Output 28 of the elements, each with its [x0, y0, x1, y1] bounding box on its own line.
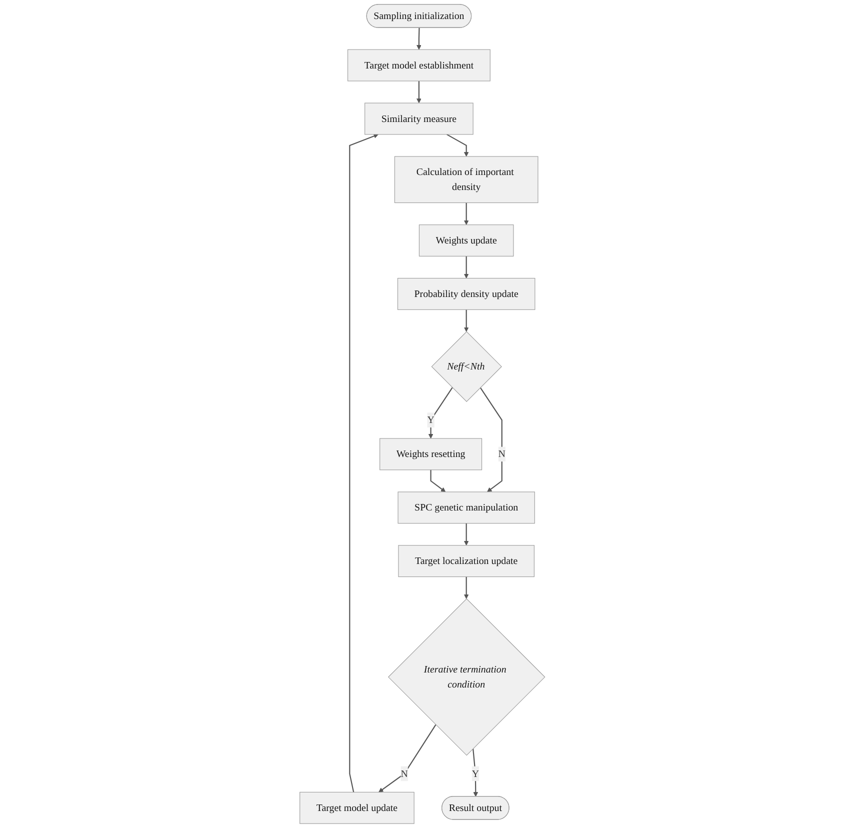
arrow [464, 310, 469, 332]
arrow [430, 470, 446, 492]
arrow [464, 576, 469, 600]
node-box: Target model establishment [348, 49, 491, 82]
arrow [464, 202, 469, 226]
arrow [446, 134, 469, 157]
arrow [464, 256, 469, 278]
edge-label: Y [472, 768, 480, 779]
node-box: Target model update [300, 792, 415, 824]
node-diamond: Neff<Nth [431, 331, 502, 402]
arrow [378, 724, 436, 792]
arrow [349, 134, 379, 792]
arrow [464, 523, 469, 546]
node-diamond: Iterative termination condition [388, 598, 546, 756]
node-box: Weights update [419, 224, 514, 256]
node-box: Probability density update [398, 278, 536, 310]
arrow [416, 81, 422, 104]
node-box: Weights resetting [380, 438, 482, 470]
node-box: Similarity measure [364, 102, 474, 135]
arrow [416, 28, 422, 50]
edge-label: N [498, 448, 506, 460]
edge-label: Y [427, 414, 435, 426]
node-box: SPC genetic manipulation [398, 492, 536, 524]
node-box: Target localization update [398, 545, 535, 578]
arrow [480, 387, 503, 492]
edge-label: N [400, 768, 408, 779]
node-box: Calculation of important density [394, 156, 538, 204]
arrow [472, 748, 478, 797]
